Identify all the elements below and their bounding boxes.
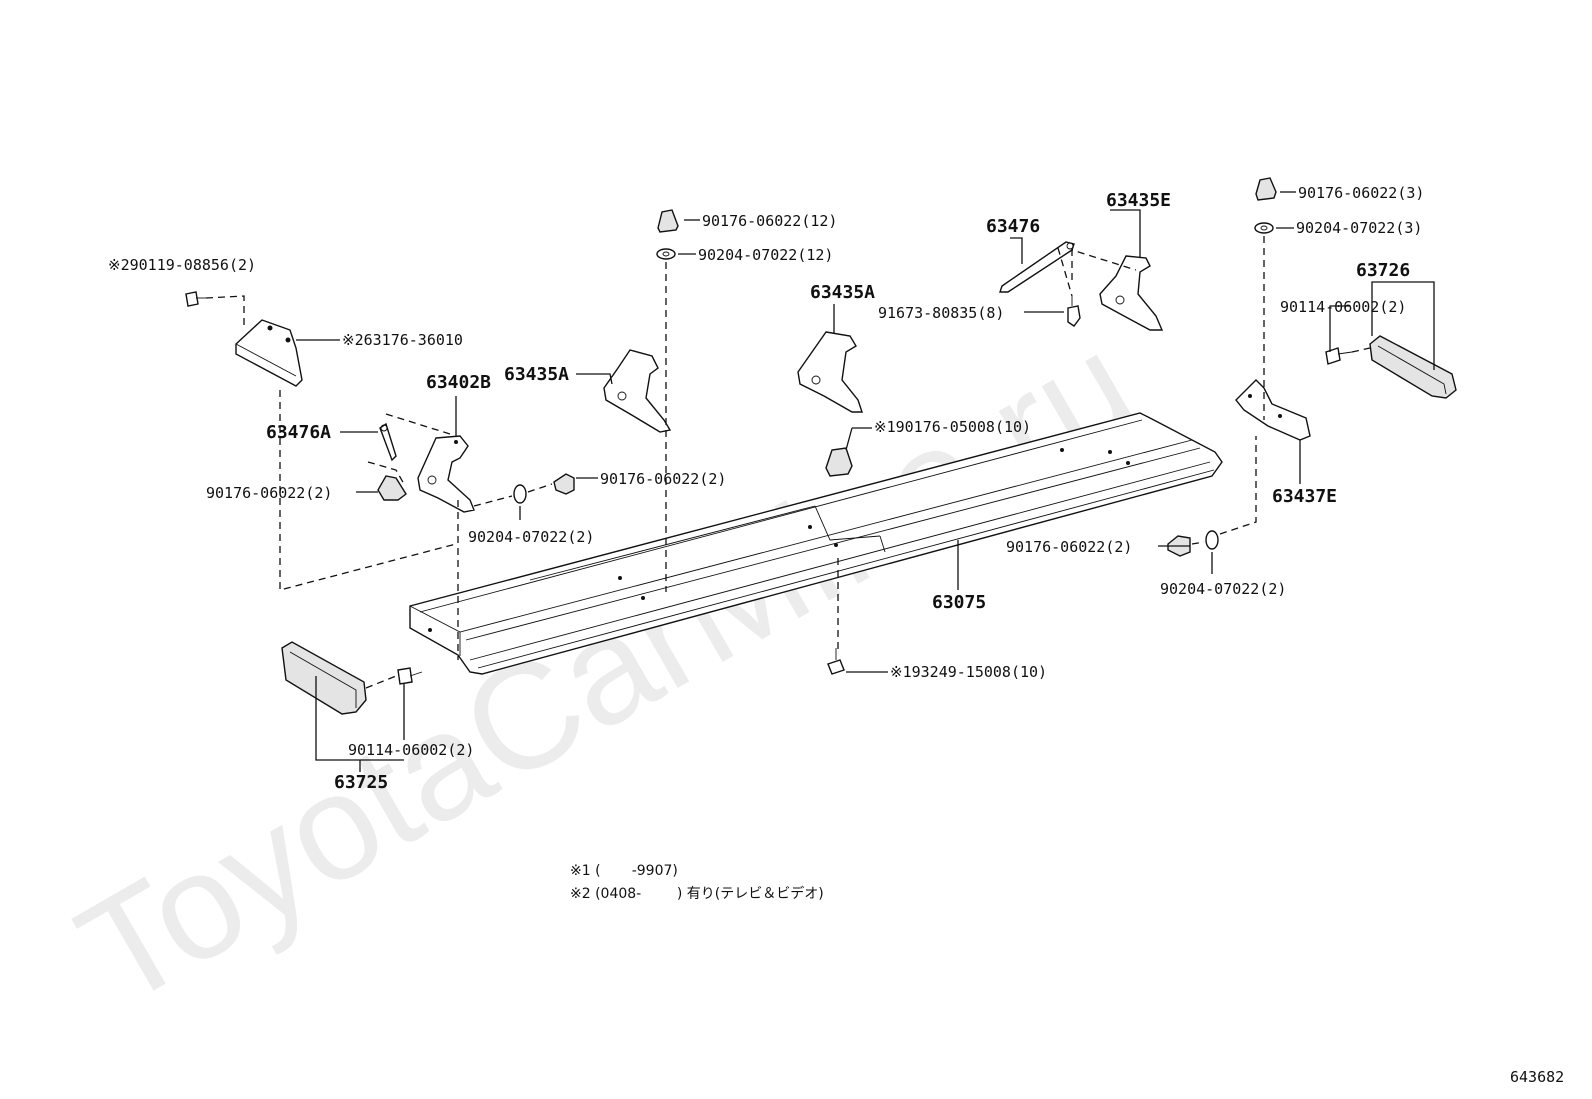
bracket-63402B — [417, 435, 475, 513]
footnotes: ※1 ( -9907) ※2 (0408- ) 有り(テレビ＆ビデオ) — [570, 863, 824, 902]
running-board-rail — [409, 412, 1223, 675]
label-90204-07022-12: 90204-07022(12) — [698, 246, 833, 264]
label-63435A-left: 63435A — [504, 364, 569, 385]
bracket-63437E — [1235, 379, 1311, 441]
bracket-63435A-mid — [797, 331, 863, 413]
label-63726: 63726 — [1356, 260, 1410, 281]
label-90119-08856: ※290119-08856(2) — [108, 256, 256, 274]
label-90176-06022-2-right: 90176-06022(2) — [1006, 538, 1132, 556]
leader-lines — [296, 191, 1435, 772]
end-cap-left — [281, 641, 367, 715]
end-cap-right — [1369, 335, 1457, 399]
stay-63476A — [379, 422, 397, 462]
label-90176-06022-2-mid: 90176-06022(2) — [600, 470, 726, 488]
label-63435E: 63435E — [1106, 190, 1171, 211]
bracket-63435E — [1099, 255, 1164, 331]
part-labels: 90176-06022(12) 90204-07022(12) 90176-06… — [108, 184, 1424, 793]
label-90114-06002-left: 90114-06002(2) — [348, 741, 474, 759]
stay-63476 — [999, 241, 1075, 293]
label-90114-06002-right: 90114-06002(2) — [1280, 298, 1406, 316]
label-63075: 63075 — [932, 592, 986, 613]
bracket-63435A-left — [603, 349, 672, 433]
label-93249-15008: ※193249-15008(10) — [890, 663, 1047, 681]
fasteners — [185, 177, 1353, 685]
note-1: ※1 ( -9907) — [570, 863, 678, 879]
label-63476: 63476 — [986, 216, 1040, 237]
label-63437E: 63437E — [1272, 486, 1337, 507]
label-63402B: 63402B — [426, 372, 491, 393]
label-90204-07022-2-right: 90204-07022(2) — [1160, 580, 1286, 598]
label-90204-07022-3: 90204-07022(3) — [1296, 219, 1422, 237]
label-63435A-mid: 63435A — [810, 282, 875, 303]
label-63176-36010: ※263176-36010 — [342, 331, 463, 349]
label-90176-06022-3: 90176-06022(3) — [1298, 184, 1424, 202]
label-90176-06022-12: 90176-06022(12) — [702, 212, 837, 230]
bracket-63176 — [235, 319, 303, 387]
label-63476A: 63476A — [266, 422, 331, 443]
label-90176-05008: ※190176-05008(10) — [874, 418, 1031, 436]
assembly-lines — [205, 236, 1371, 689]
diagram-id: 643682 — [1510, 1068, 1564, 1086]
label-91673-80835: 91673-80835(8) — [878, 304, 1004, 322]
label-90204-07022-2-left: 90204-07022(2) — [468, 528, 594, 546]
label-63725: 63725 — [334, 772, 388, 793]
label-90176-06022-2-left: 90176-06022(2) — [206, 484, 332, 502]
note-2: ※2 (0408- ) 有り(テレビ＆ビデオ) — [570, 885, 824, 902]
